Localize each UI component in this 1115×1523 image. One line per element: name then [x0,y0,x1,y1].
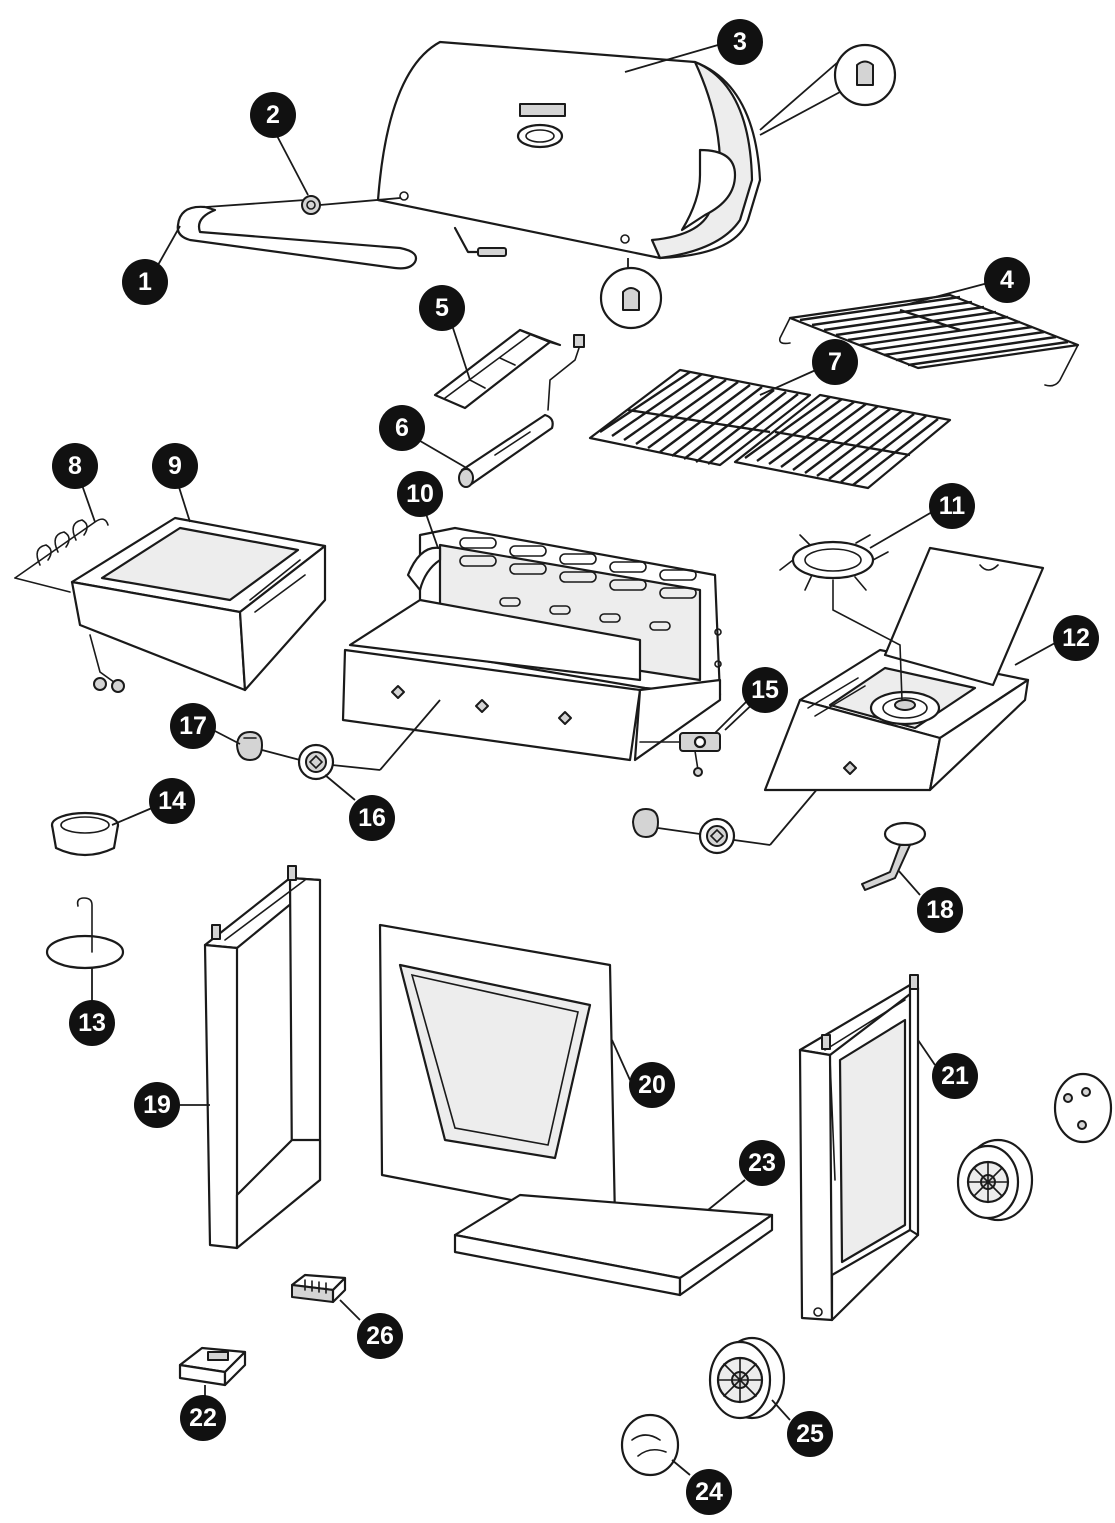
side-burner [763,546,1045,792]
side-burner-grate [779,534,903,701]
callout-number: 12 [1062,624,1090,652]
callout-21: 21 [932,1053,978,1099]
main-burner [458,334,585,488]
callout-8: 8 [52,443,98,489]
callout-15: 15 [742,667,788,713]
callout-4: 4 [984,257,1030,303]
callout-2: 2 [250,92,296,138]
battery-box [178,1346,247,1398]
heat-tent [433,328,562,410]
right-cart-panel [798,974,920,1322]
callout-16: 16 [349,795,395,841]
callout-25: 25 [787,1411,833,1457]
left-cart-panel [203,865,322,1250]
callout-20: 20 [629,1062,675,1108]
grill-lid [376,40,762,260]
cooking-grates [588,368,952,490]
callout-number: 26 [366,1322,394,1350]
firebox [341,526,722,762]
grease-cup [50,811,120,857]
lid-handle [176,197,507,270]
callout-18: 18 [917,887,963,933]
callout-number: 3 [733,28,747,56]
callout-26: 26 [357,1313,403,1359]
side-burner-valve [861,821,927,891]
callout-12: 12 [1053,615,1099,661]
callout-number: 22 [189,1404,217,1432]
callout-number: 4 [1000,266,1014,294]
callout-number: 5 [435,294,449,322]
callout-9: 9 [152,443,198,489]
igniter-module [290,1273,361,1321]
callout-number: 14 [158,787,186,815]
callout-22: 22 [180,1395,226,1441]
callout-number: 21 [941,1062,969,1090]
callout-number: 20 [638,1071,666,1099]
callout-19: 19 [134,1082,180,1128]
callout-23: 23 [739,1140,785,1186]
grease-cup-holder [45,897,125,970]
callout-10: 10 [397,471,443,517]
callout-number: 17 [179,712,207,740]
callout-number: 23 [748,1149,776,1177]
back-panel [378,923,631,1222]
leader-lines [81,44,1056,1106]
handle-bezel [301,195,321,215]
igniter [639,699,749,777]
callout-number: 25 [796,1420,824,1448]
callout-number: 13 [78,1009,106,1037]
lid-bumper-detail [599,43,897,330]
callout-14: 14 [149,778,195,824]
callout-number: 11 [939,492,966,520]
callout-number: 19 [143,1091,171,1119]
bottom-shelf [453,1179,774,1297]
callout-1: 1 [122,259,168,305]
callout-7: 7 [812,339,858,385]
callout-6: 6 [379,405,425,451]
callout-24: 24 [686,1469,732,1515]
callout-number: 10 [406,480,434,508]
callout-13: 13 [69,1000,115,1046]
callout-number: 8 [68,452,82,480]
callout-number: 16 [358,804,386,832]
callout-5: 5 [419,285,465,331]
control-knob [236,731,659,838]
callout-3: 3 [717,19,763,65]
warming-rack [778,293,1080,387]
callout-17: 17 [170,703,216,749]
wheel [708,1138,1034,1421]
callout-number: 2 [266,101,280,129]
callout-number: 6 [395,414,409,442]
callout-number: 18 [926,896,954,924]
callout-number: 7 [828,348,842,376]
left-side-shelf [70,516,327,693]
hub-cap [620,1072,1113,1477]
callout-number: 24 [695,1478,723,1506]
knob-bezel [297,743,736,855]
callout-number: 9 [168,452,182,480]
callout-number: 15 [751,676,779,704]
callout-number: 1 [138,268,152,296]
callout-11: 11 [929,483,975,529]
